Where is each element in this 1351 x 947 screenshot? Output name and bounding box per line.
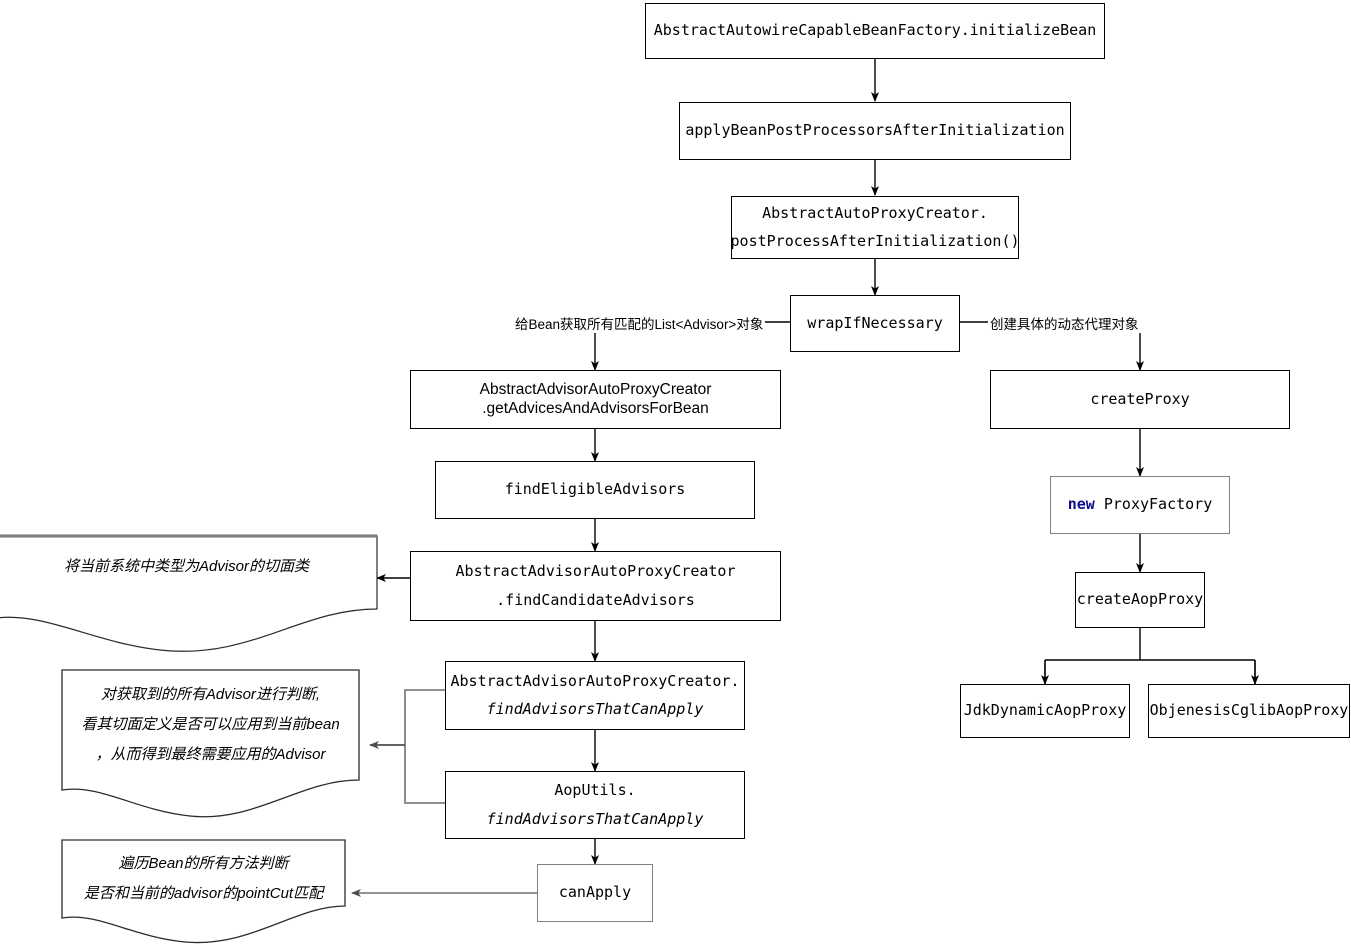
note-judge-advisors: 对获取到的所有Advisor进行判断, 看其切面定义是否可以应用到当前bean … xyxy=(62,670,359,782)
note-judge-advisors-line-1: 对获取到的所有Advisor进行判断, xyxy=(100,686,321,703)
node-can-apply[interactable]: canApply xyxy=(537,864,653,922)
node-find-eligible-advisors[interactable]: findEligibleAdvisors xyxy=(435,461,755,519)
node-aapc-find-line2: findAdvisorsThatCanApply xyxy=(486,700,704,718)
node-initialize-bean[interactable]: AbstractAutowireCapableBeanFactory.initi… xyxy=(645,3,1105,59)
node-find-eligible-advisors-label: findEligibleAdvisors xyxy=(504,480,686,499)
edge-label-left-branch: 给Bean获取所有匹配的List<Advisor>对象 xyxy=(513,313,766,333)
node-aoputils-find-advisors-that-can-apply[interactable]: AopUtils. findAdvisorsThatCanApply xyxy=(445,771,745,839)
node-post-process-line2: postProcessAfterInitialization() xyxy=(730,232,1020,250)
edge-createaopproxy-split xyxy=(1044,628,1256,684)
node-get-advices-line2: .getAdvicesAndAdvisorsForBean xyxy=(482,400,709,417)
node-aapc-find-line1: AbstractAdvisorAutoProxyCreator. xyxy=(450,671,740,690)
node-find-candidate-line1: AbstractAdvisorAutoProxyCreator xyxy=(455,562,736,581)
node-create-proxy-label: createProxy xyxy=(1090,389,1190,408)
node-create-aop-proxy-label: createAopProxy xyxy=(1076,590,1204,609)
edge-label-left-branch-text: 给Bean获取所有匹配的List<Advisor>对象 xyxy=(515,317,764,332)
node-create-aop-proxy[interactable]: createAopProxy xyxy=(1075,572,1205,628)
node-apply-bean-post-processors-after-initialization[interactable]: applyBeanPostProcessorsAfterInitializati… xyxy=(679,102,1071,160)
node-wrap-if-necessary-label: wrapIfNecessary xyxy=(807,313,943,332)
node-initialize-bean-label: AbstractAutowireCapableBeanFactory.initi… xyxy=(653,21,1097,40)
note-judge-advisors-line-3: ，从而得到最终需要应用的Advisor xyxy=(95,746,326,763)
node-aoputils-find-line2: findAdvisorsThatCanApply xyxy=(486,809,704,828)
keyword-new: new xyxy=(1067,495,1095,514)
node-wrap-if-necessary[interactable]: wrapIfNecessary xyxy=(790,295,960,352)
node-objenesis-cglib-aop-proxy[interactable]: ObjenesisCglibAopProxy xyxy=(1148,684,1350,738)
node-find-candidate-advisors[interactable]: AbstractAdvisorAutoProxyCreator .findCan… xyxy=(410,551,781,621)
node-get-advices-line1: AbstractAdvisorAutoProxyCreator xyxy=(479,381,712,399)
node-new-proxy-factory[interactable]: new ProxyFactory xyxy=(1050,476,1230,534)
node-objenesis-cglib-aop-proxy-label: ObjenesisCglibAopProxy xyxy=(1149,701,1349,720)
edge-label-right-branch-text: 创建具体的动态代理对象 xyxy=(990,317,1139,332)
edge-bracket-findadvisors xyxy=(404,689,445,804)
node-new-proxy-factory-label: new ProxyFactory xyxy=(1068,496,1213,513)
note-pointcut-match-line-1: 遍历Bean的所有方法判断 xyxy=(118,855,289,872)
node-get-advices-and-advisors-for-bean[interactable]: AbstractAdvisorAutoProxyCreator .getAdvi… xyxy=(410,370,781,429)
node-jdk-dynamic-aop-proxy[interactable]: JdkDynamicAopProxy xyxy=(960,684,1130,738)
node-aoputils-find-line1: AopUtils. xyxy=(554,781,636,800)
node-proxy-factory-text: ProxyFactory xyxy=(1103,495,1213,514)
node-post-process-after-initialization[interactable]: AbstractAutoProxyCreator. postProcessAft… xyxy=(730,196,1020,259)
node-create-proxy[interactable]: createProxy xyxy=(990,370,1290,429)
node-apply-bpp-label: applyBeanPostProcessorsAfterInitializati… xyxy=(685,121,1065,140)
node-post-process-line1: AbstractAutoProxyCreator. xyxy=(762,203,988,222)
note-advisor-types: 将当前系统中类型为Advisor的切面类 xyxy=(0,536,373,611)
node-find-candidate-line2: .findCandidateAdvisors xyxy=(496,590,695,609)
node-jdk-dynamic-aop-proxy-label: JdkDynamicAopProxy xyxy=(963,701,1127,720)
note-judge-advisors-line-2: 看其切面定义是否可以应用到当前bean xyxy=(81,716,340,733)
note-pointcut-match-line-2: 是否和当前的advisor的pointCut匹配 xyxy=(83,885,324,902)
note-advisor-types-line-1: 将当前系统中类型为Advisor的切面类 xyxy=(63,558,310,575)
note-pointcut-match: 遍历Bean的所有方法判断 是否和当前的advisor的pointCut匹配 xyxy=(62,840,345,908)
node-can-apply-label: canApply xyxy=(558,883,632,902)
edge-label-right-branch: 创建具体的动态代理对象 xyxy=(988,313,1141,333)
node-aapc-find-advisors-that-can-apply[interactable]: AbstractAdvisorAutoProxyCreator. findAdv… xyxy=(445,661,745,730)
